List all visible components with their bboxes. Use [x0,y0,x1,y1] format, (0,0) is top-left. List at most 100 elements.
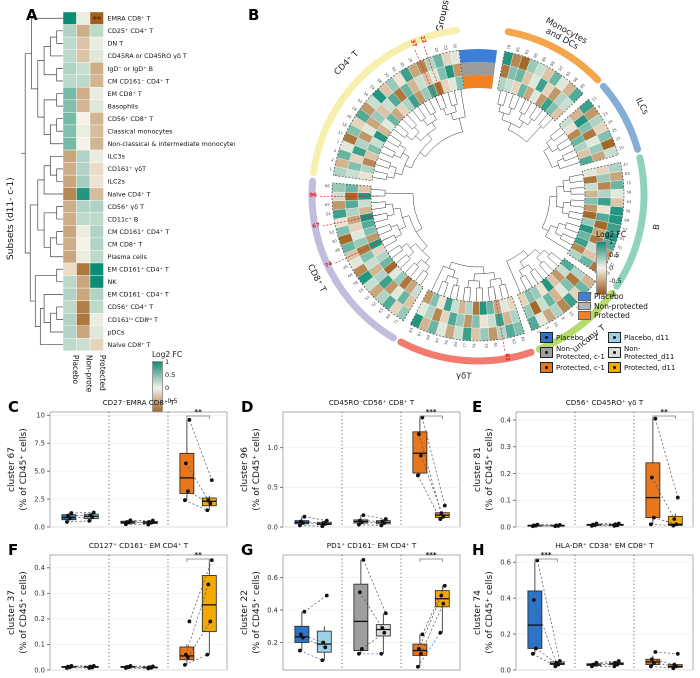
heatmap-cell [62,162,77,176]
panel-f-letter: F [8,541,19,559]
data-point [438,630,443,635]
cluster-number: 47 [623,161,629,167]
pair-connector [304,595,328,612]
cluster-number: 51 [364,294,371,301]
cluster-number: 69 [624,217,630,223]
cluster-number: 64 [347,271,354,278]
boxplot-glyph-icon [608,347,621,358]
y-axis-label-line1: cluster 96 [240,447,250,492]
data-point [380,519,385,524]
pair-connector [185,463,209,501]
cluster-number: 16 [553,321,560,328]
cluster-number: 6 [588,291,594,297]
heatmap-cell [62,74,77,88]
sample-legend-item: Protected, d11 [608,360,684,375]
heatmap-cell [76,24,91,38]
box [375,624,391,637]
significance-bracket [186,558,210,562]
group-legend-item: Placebo [578,292,648,301]
sector-arc-cd8-t [308,177,397,342]
y-tick-label: 0.4 [500,416,511,424]
circos-heatmap-cell [584,190,599,198]
pair-connector [417,632,441,667]
heatmap-cell [89,212,104,226]
box [353,583,369,651]
data-point [653,416,658,421]
cluster-number: 76 [443,339,449,345]
heatmap-row-label: Naïve CD4⁺ T [108,190,151,198]
data-point [441,601,446,606]
red-cluster-number: 74 [324,261,334,270]
cluster-number: 56 [625,208,631,214]
sample-legend-label: Non-Protected, c-1 [556,344,605,361]
pair-connector [304,516,327,521]
cluster-number: 23 [602,110,609,117]
data-point [383,611,388,616]
data-point [530,651,535,656]
data-point [206,498,211,503]
heatmap-row-label: DN T [108,40,124,48]
cluster-number: 95 [565,70,572,77]
data-point [672,662,677,667]
data-point [672,517,677,521]
circos-heatmap-cell [331,182,346,193]
heatmap-row-label: CM CD161⁺ CD4⁺ T [108,228,170,236]
heatmap-cell [76,149,91,163]
boxplot-glyph-icon [608,362,621,373]
data-point [380,625,385,630]
heatmap-cell [89,225,104,239]
log2fc-tick: -0.5 [165,397,178,405]
boxplot-glyph-icon [540,332,553,343]
heatmap-cell [76,174,91,188]
y-tick-label: 0.0 [500,666,511,674]
pair-connector [66,520,90,523]
plot-title: PD1⁺ CD161⁻ EM CD4⁺ T [327,541,417,550]
cluster-number: 4 [333,148,337,154]
heatmap-row-label: ILC2s [108,178,126,186]
heatmap-cell [89,300,104,314]
heatmap-column-label: Non-protected [84,355,93,392]
cluster-number: 93 [524,48,531,55]
data-point [147,520,152,524]
cluster-number: 15 [568,310,575,317]
data-point [442,583,447,588]
pair-connector [650,666,674,669]
cluster-number: 71 [392,318,399,325]
data-point [415,473,420,478]
y-axis-label-line2: (% of CD45⁺ cells) [19,571,29,653]
y-tick-label: 7.5 [34,440,45,448]
sample-legend-label: Protected, d11 [624,363,676,372]
group-legend-item: Non-protected [578,302,648,311]
plot-title: CD45RO⁻CD56⁺ CD8⁺ T [329,398,415,407]
boxplot-glyph-icon [540,347,553,358]
y-tick-label: 1.0 [267,444,278,452]
log2fc-tick: -0.5 [609,277,622,285]
heatmap-cell [76,87,91,101]
heatmap-cell [76,137,91,151]
cluster-number: 58 [352,279,359,286]
significance-bracket [652,415,676,419]
cluster-number: 88 [549,60,556,67]
plot-area [282,554,461,671]
sample-legend-item: Non-Protected, c-1 [540,344,608,361]
data-point [297,523,302,528]
pair-connector [422,417,446,506]
heatmap-row-label: Non-classical & intermediate monocytes [108,140,236,148]
sector-outline [331,182,424,322]
cluster-number: 60 [385,312,392,319]
cluster-number: 52 [370,300,377,307]
heatmap-cell [76,200,91,214]
heatmap-cell [89,74,104,88]
data-point [183,461,188,466]
data-point [64,520,69,524]
group-swatch-icon [578,311,591,320]
cluster-number: 79 [471,343,476,348]
cluster-number: 87 [434,337,440,344]
data-point [531,523,536,528]
data-point [416,647,421,651]
y-axis-label-line2: (% of CD45⁺ cells) [485,571,495,653]
y-tick-label: 0.4 [267,606,278,614]
heatmap-cell [89,87,104,101]
heatmap-cell [76,62,91,75]
